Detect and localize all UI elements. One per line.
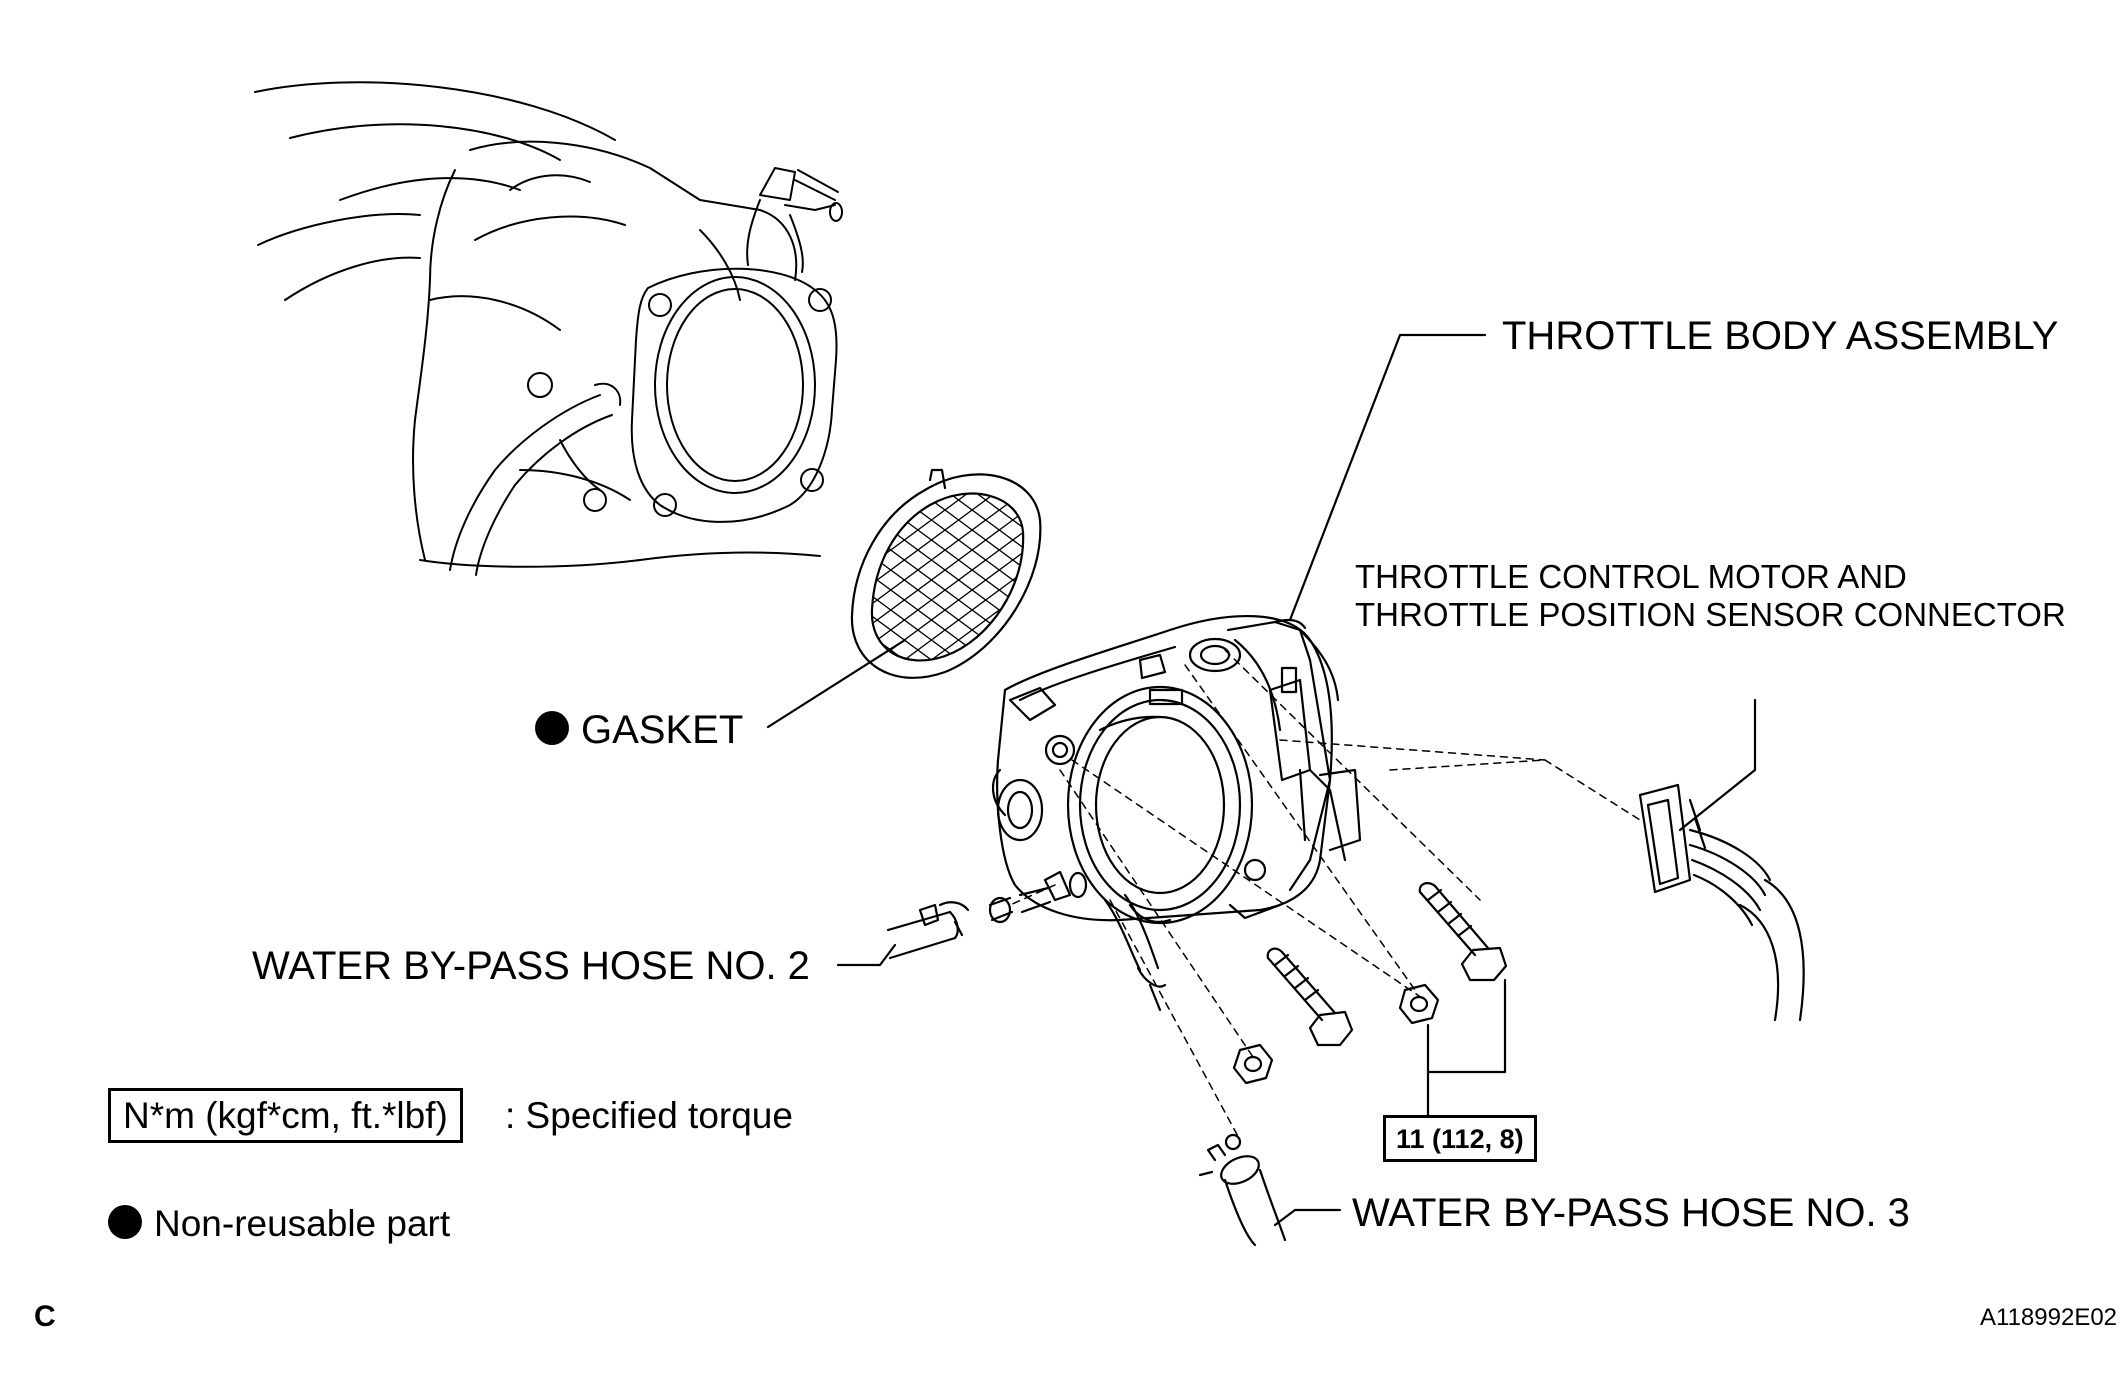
torque-value: 11 (112, 8) [1396,1124,1524,1154]
fasteners-drawing [1232,882,1508,1085]
water-bypass-hose-2-drawing [886,896,1014,960]
nonreusable-legend-text: Non-reusable part [154,1203,451,1244]
water-bypass-hose-2-label: WATER BY-PASS HOSE NO. 2 [252,944,810,988]
connector-harness-drawing [1638,783,1805,1022]
water-bypass-hose-3-drawing [1198,1133,1287,1247]
gasket-drawing [850,468,1042,679]
nonreusable-legend: Non-reusable part [108,1205,450,1243]
filled-circle-icon [108,1205,142,1240]
connector-label-line-2: THROTTLE POSITION SENSOR CONNECTOR [1355,596,2066,633]
figure-id: A118992E02 [1980,1304,2118,1331]
corner-letter: C [34,1300,56,1333]
gasket-label: GASKET [535,710,743,750]
filled-circle-icon [535,711,569,746]
throttle-body-assembly-label: THROTTLE BODY ASSEMBLY [1502,314,2059,358]
leader-lines [766,333,1757,1227]
throttle-body-drawing [992,614,1362,1012]
water-bypass-hose-3-label: WATER BY-PASS HOSE NO. 3 [1352,1191,1910,1235]
intake-manifold-drawing [254,81,843,576]
torque-legend-box: N*m (kgf*cm, ft.*lbf) [108,1088,463,1143]
alignment-dashed-lines [1009,649,1641,1141]
torque-unit-text: N*m (kgf*cm, ft.*lbf) [123,1095,448,1136]
connector-label-line-1: THROTTLE CONTROL MOTOR AND [1355,558,1907,595]
gasket-label-text: GASKET [581,708,744,752]
torque-legend-text: : Specified torque [505,1095,793,1136]
torque-value-box: 11 (112, 8) [1383,1115,1537,1162]
